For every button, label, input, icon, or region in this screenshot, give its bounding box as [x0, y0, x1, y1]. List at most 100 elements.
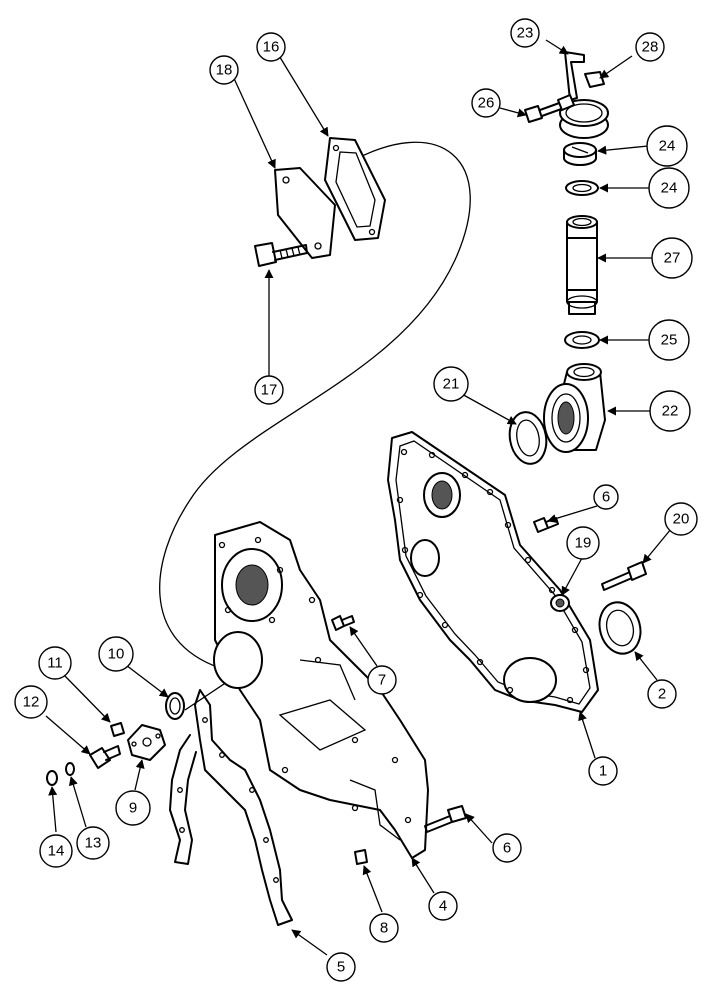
- svg-text:6: 6: [503, 840, 511, 857]
- svg-text:26: 26: [478, 95, 495, 112]
- leader-1: [578, 711, 596, 759]
- callout-6: 6: [492, 833, 522, 863]
- leader-11: [125, 664, 169, 698]
- svg-text:19: 19: [575, 535, 592, 552]
- callout-10: 9: [115, 790, 151, 826]
- callout-18: 18: [209, 55, 239, 85]
- leader-9: [362, 865, 383, 913]
- leader-4: [411, 857, 435, 894]
- svg-text:22: 22: [662, 403, 679, 420]
- svg-text:20: 20: [673, 511, 690, 528]
- callout-23: 24: [646, 125, 688, 167]
- part-11-seal: [165, 692, 185, 720]
- svg-text:4: 4: [439, 898, 447, 915]
- leader-25: [499, 107, 527, 118]
- svg-text:2: 2: [658, 686, 666, 703]
- part-1-front-cover: [387, 431, 599, 713]
- svg-text:9: 9: [129, 800, 137, 817]
- svg-text:14: 14: [48, 843, 65, 860]
- clamp-ring: [557, 94, 609, 139]
- callout-20: 20: [664, 502, 698, 536]
- leader-15: [48, 786, 58, 833]
- svg-text:25: 25: [661, 332, 678, 349]
- leader-8: [349, 626, 378, 667]
- callout-7: 6: [593, 484, 619, 510]
- leader-12: [63, 674, 111, 723]
- leader-6: [465, 813, 493, 844]
- part-10-adapter: [127, 724, 166, 761]
- part-27-tube: [566, 215, 598, 315]
- part-7-bolt: [533, 517, 559, 533]
- part-15-snap-ring: [46, 770, 58, 786]
- leader-26: [545, 39, 569, 55]
- svg-text:24: 24: [661, 180, 678, 197]
- part-12-screw: [110, 722, 125, 737]
- callout-11: 10: [98, 636, 134, 672]
- callouts: 23 28 26 24 24 27 25 22 21 16 18 17 6 19…: [14, 18, 698, 982]
- part-26-bracket: [564, 51, 585, 101]
- part-19-plug: [550, 594, 570, 612]
- callout-28: 28: [635, 32, 665, 62]
- callout-24-lower: 25: [648, 319, 690, 361]
- callout-9: 8: [369, 913, 399, 943]
- leader-10: [134, 759, 145, 791]
- callout-4: 4: [428, 891, 458, 921]
- callout-24-upper: 24: [648, 167, 690, 209]
- callout-27: 27: [651, 237, 693, 279]
- part-14-o-ring: [65, 762, 75, 776]
- part-22-seal-ring: [508, 411, 548, 465]
- part-8-bolt: [331, 615, 355, 631]
- svg-text:27: 27: [664, 250, 681, 267]
- leader-2: [634, 651, 658, 681]
- svg-text:28: 28: [642, 39, 659, 56]
- svg-text:11: 11: [47, 655, 63, 672]
- svg-text:7: 7: [378, 672, 386, 689]
- part-5-housing-gasket: [169, 689, 293, 926]
- svg-text:5: 5: [337, 959, 345, 976]
- callout-22: 21: [433, 366, 469, 402]
- leader-5: [291, 929, 328, 956]
- leader-19: [561, 557, 583, 596]
- callout-1: 1: [588, 756, 618, 786]
- leader-7: [547, 505, 598, 523]
- callout-25: 26: [471, 88, 501, 118]
- callout-26: 23: [510, 18, 540, 48]
- assembly-loop-line: [159, 141, 471, 669]
- leader-20: [642, 528, 672, 564]
- callout-2: 2: [647, 679, 677, 709]
- callout-14: 13: [76, 826, 110, 860]
- part-23-filler-cap: [563, 142, 597, 166]
- leader-16: [277, 53, 329, 137]
- svg-text:6: 6: [602, 489, 610, 506]
- leader-18: [231, 73, 276, 169]
- svg-text:16: 16: [263, 39, 280, 56]
- leader-13: [45, 715, 91, 755]
- svg-text:23: 23: [517, 25, 534, 42]
- part-17-bolt: [254, 242, 308, 267]
- svg-text:24: 24: [659, 138, 676, 155]
- svg-text:17: 17: [261, 382, 278, 399]
- leader-lines: [45, 39, 672, 956]
- svg-text:10: 10: [108, 646, 125, 663]
- part-2-seal: [598, 601, 642, 655]
- leader-28: [599, 55, 633, 79]
- part-24-seal-upper: [565, 180, 599, 196]
- callout-5: 5: [326, 952, 356, 982]
- callout-17: 17: [254, 375, 284, 405]
- svg-text:1: 1: [599, 763, 607, 780]
- leader-22: [459, 392, 517, 425]
- part-16-gasket: [324, 137, 386, 241]
- svg-text:13: 13: [85, 835, 102, 852]
- part-25-clamp-bolt: [524, 101, 565, 123]
- callout-13: 12: [14, 685, 48, 719]
- callout-21: 22: [649, 390, 691, 432]
- svg-text:21: 21: [443, 376, 460, 393]
- leader-14: [68, 776, 87, 828]
- part-4-gear-housing: [213, 521, 429, 859]
- callout-15: 14: [39, 834, 73, 868]
- svg-text:18: 18: [216, 62, 233, 79]
- callout-12: 11: [38, 646, 72, 680]
- svg-text:12: 12: [23, 694, 40, 711]
- part-24-seal-lower: [564, 331, 600, 349]
